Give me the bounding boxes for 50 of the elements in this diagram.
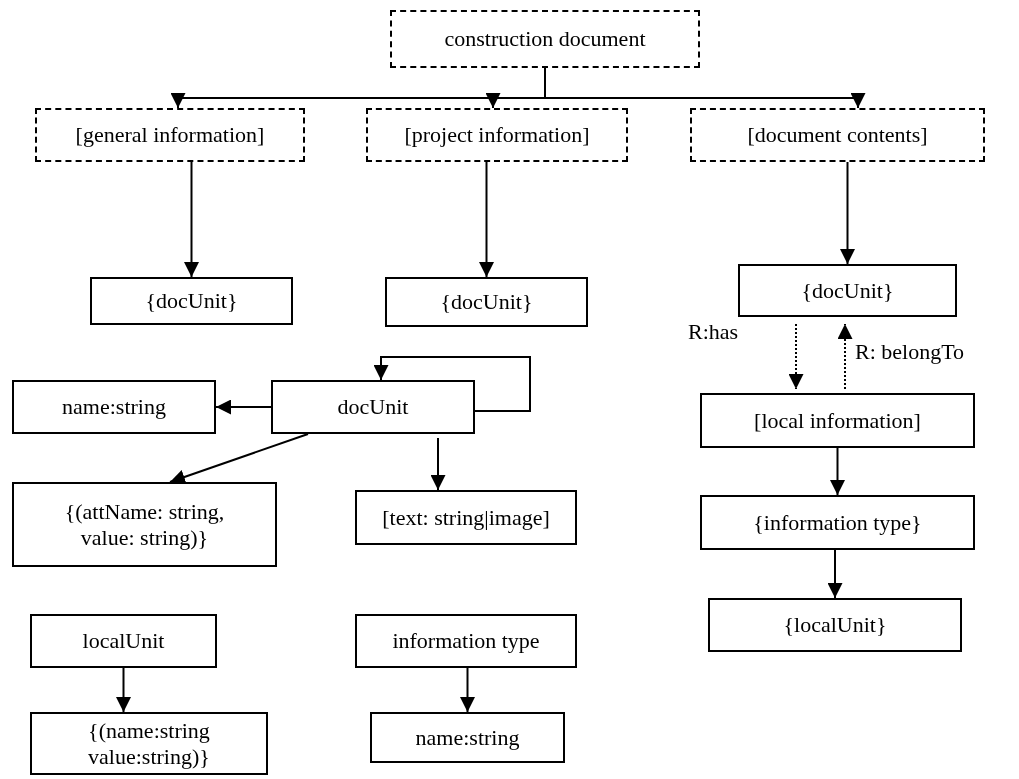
box xyxy=(385,277,588,327)
node-text: name:string xyxy=(62,394,166,420)
node-text: information type xyxy=(392,628,540,654)
node-text: [project information] xyxy=(404,122,590,148)
dashed-box xyxy=(35,108,305,162)
node-text: construction document xyxy=(444,26,646,52)
node-text: name:string xyxy=(415,724,520,751)
arrow xyxy=(827,549,843,599)
arrow xyxy=(116,667,131,713)
arrow xyxy=(184,161,199,278)
box xyxy=(271,380,475,434)
node-text: [general information] xyxy=(75,122,265,148)
box xyxy=(12,380,216,434)
box xyxy=(90,277,293,325)
node-text: [local information] xyxy=(754,407,921,434)
arrow xyxy=(460,667,475,713)
node-text: localUnit xyxy=(82,628,165,654)
box xyxy=(355,490,577,545)
box xyxy=(355,614,577,668)
box xyxy=(700,393,975,448)
node-text: {information type} xyxy=(753,509,922,536)
box xyxy=(30,712,268,775)
arrow xyxy=(830,447,845,496)
node-text: {(name:string value:string)} xyxy=(87,718,211,769)
node-text: docUnit xyxy=(337,394,409,420)
dashed-box xyxy=(690,108,985,162)
arrow xyxy=(215,399,272,415)
box xyxy=(12,482,277,567)
node-text: {docUnit} xyxy=(801,277,894,304)
box xyxy=(370,712,565,763)
box xyxy=(700,495,975,550)
arrow xyxy=(544,67,866,109)
arrow xyxy=(430,437,446,491)
arrow xyxy=(373,356,531,412)
node-text: {localUnit} xyxy=(783,612,887,638)
dotted-arrow xyxy=(788,323,804,390)
node-text: [document contents] xyxy=(747,122,928,148)
box xyxy=(738,264,957,317)
node-text: {docUnit} xyxy=(145,288,238,314)
node-text: {docUnit} xyxy=(440,289,533,315)
arrow xyxy=(169,433,309,485)
node-text: {(attName: string, value: string)} xyxy=(63,499,226,550)
node-text: [text: string|image] xyxy=(382,504,550,531)
dashed-box xyxy=(366,108,628,162)
arrow xyxy=(840,161,855,265)
dashed-box xyxy=(390,10,700,68)
box xyxy=(30,614,217,668)
arrow xyxy=(479,161,494,278)
dotted-arrow xyxy=(837,323,853,390)
box xyxy=(708,598,962,652)
